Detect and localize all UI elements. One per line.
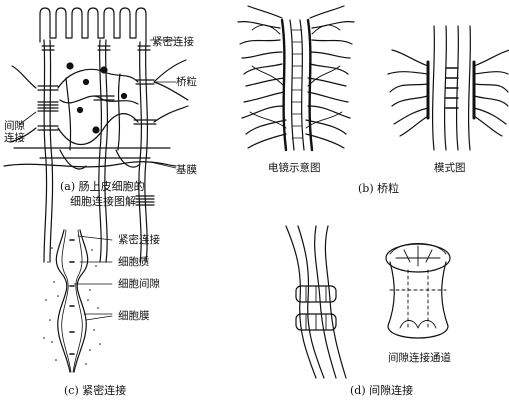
label-cytoplasm: 细胞质 [118,256,150,268]
caption-a-line1: (a) 肠上皮细胞的 [60,180,145,193]
label-schematic-view: 模式图 [434,162,466,174]
panel-c-drawing [43,230,112,372]
caption-a-line2: 细胞连接图解 [70,195,136,208]
label-tight-junction-c: 紧密连接 [118,234,160,246]
label-desmosome-a: 桥粒 [176,76,197,88]
label-gap-junction-a-line1: 间隙 [4,120,25,132]
caption-c: (c) 紧密连接 [64,384,126,397]
caption-d: (d) 间隙连接 [350,384,413,397]
label-cell-membrane: 细胞膜 [118,310,150,322]
panel-b-drawing [238,6,509,150]
microvilli [40,8,146,42]
label-intercellular-space: 细胞间隙 [118,278,160,290]
label-gap-junction-a-line2: 连接 [4,132,25,144]
label-gap-channel: 间隙连接通道 [388,352,451,364]
label-tight-junction-a: 紧密连接 [152,36,194,48]
label-em-view: 电镜示意图 [268,162,321,174]
label-basement-membrane: 基膜 [176,164,197,176]
basement-membrane-line [4,162,176,167]
caption-b: (b) 桥粒 [358,182,399,195]
